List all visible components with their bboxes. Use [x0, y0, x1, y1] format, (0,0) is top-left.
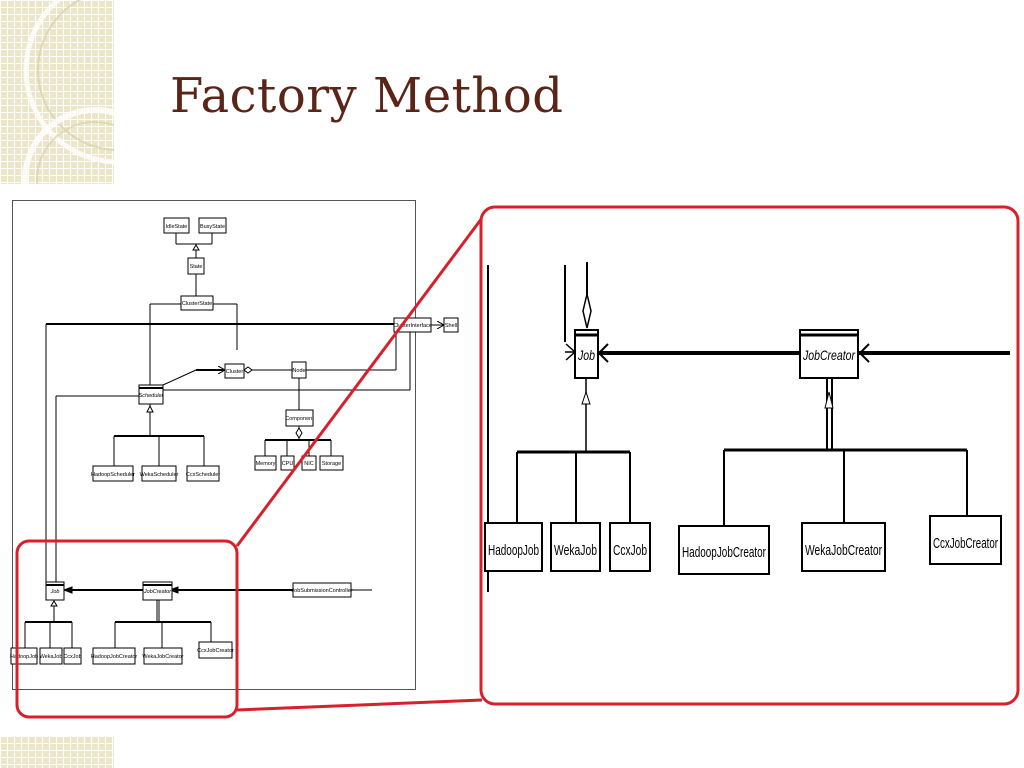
svg-text:WekaScheduler: WekaScheduler	[140, 472, 179, 478]
svg-text:CcxScheduler: CcxScheduler	[186, 472, 220, 478]
uml-class-weka-job: WekaJob	[550, 522, 601, 572]
svg-text:Cluster: Cluster	[226, 369, 244, 375]
overview-lines	[24, 233, 444, 648]
highlight-box-small	[15, 539, 239, 719]
highlight-box-zoom	[479, 205, 1020, 706]
svg-text:NIC: NIC	[304, 461, 314, 467]
uml-class-storage: Storage	[319, 455, 344, 471]
svg-text:Job: Job	[577, 347, 595, 363]
uml-class-hadoop-scheduler: HadoopScheduler	[91, 465, 135, 482]
uml-class-weka-job-creator-small: WekaJobCreator	[142, 647, 184, 665]
decorative-pattern-bottom	[0, 736, 114, 768]
svg-text:WekaJobCreator: WekaJobCreator	[142, 654, 183, 660]
uml-class-ccx-job: CcxJob	[609, 522, 651, 572]
svg-text:BusyState: BusyState	[200, 224, 225, 230]
uml-class-ccx-scheduler: CcxScheduler	[186, 465, 220, 482]
uml-class-idle-state: IdleState	[163, 217, 190, 234]
uml-class-hadoop-job: HadoopJob	[484, 522, 543, 572]
uml-class-job-small: Job	[45, 581, 65, 601]
uml-class-busy-state: BusyState	[198, 217, 227, 234]
uml-class-job-submission-controller: JobSubmissionController	[291, 582, 353, 598]
svg-text:Scheduler: Scheduler	[139, 393, 165, 399]
svg-text:CcxJob: CcxJob	[63, 654, 81, 660]
uml-class-job-creator: JobCreator	[799, 329, 859, 379]
uml-class-state: State	[187, 257, 205, 275]
zoom-classes: Job JobCreator HadoopJob WekaJob CcxJob	[484, 329, 1002, 575]
svg-text:CcxJob: CcxJob	[613, 542, 647, 559]
uml-class-shell: Shell	[443, 317, 459, 333]
svg-text:JobCreator: JobCreator	[143, 589, 172, 595]
uml-class-cluster: Cluster	[224, 363, 245, 379]
zoom-lines	[487, 262, 1010, 592]
svg-text:Job: Job	[50, 589, 60, 595]
uml-class-scheduler: Scheduler	[138, 384, 165, 405]
uml-class-ccx-job-small: CcxJob	[63, 647, 82, 665]
uml-class-weka-job-small: WekaJob	[39, 647, 63, 665]
svg-text:JobSubmissionController: JobSubmissionController	[291, 588, 352, 594]
svg-text:HadoopJobCreator: HadoopJobCreator	[682, 544, 766, 561]
slide-title: Factory Method	[170, 68, 564, 124]
svg-text:WekaJob: WekaJob	[554, 542, 597, 559]
svg-text:Storage: Storage	[322, 461, 341, 467]
svg-text:WekaJob: WekaJob	[40, 654, 63, 660]
svg-text:Shell: Shell	[445, 323, 457, 329]
svg-text:ClusterInterface: ClusterInterface	[393, 323, 432, 329]
uml-class-memory: Memory	[254, 455, 277, 471]
uml-class-job: Job	[574, 329, 599, 379]
svg-text:Memory: Memory	[256, 461, 276, 467]
svg-text:HadoopJob: HadoopJob	[10, 654, 38, 660]
svg-text:ClusterState: ClusterState	[182, 301, 212, 307]
uml-class-nic: NIC	[301, 455, 317, 471]
uml-class-ccx-job-creator: CcxJobCreator	[929, 515, 1002, 565]
uml-class-node: Node	[291, 361, 307, 379]
uml-class-hadoop-job-creator: HadoopJobCreator	[678, 525, 770, 575]
svg-text:Component: Component	[285, 416, 314, 422]
svg-text:HadoopJob: HadoopJob	[488, 542, 539, 559]
highlight-annotation	[15, 205, 1020, 719]
uml-class-weka-job-creator: WekaJobCreator	[801, 522, 886, 572]
uml-class-cluster-state: ClusterState	[180, 295, 214, 311]
svg-text:State: State	[190, 264, 203, 270]
svg-text:Node: Node	[292, 368, 305, 374]
decorative-pattern-top	[0, 0, 114, 184]
uml-class-weka-scheduler: WekaScheduler	[140, 465, 179, 482]
uml-class-component: Component	[285, 409, 314, 427]
svg-text:IdleState: IdleState	[166, 224, 188, 230]
uml-class-hadoop-job-small: HadoopJob	[10, 647, 38, 665]
svg-text:WekaJobCreator: WekaJobCreator	[805, 542, 882, 559]
svg-text:HadoopJobCreator: HadoopJobCreator	[91, 654, 138, 660]
uml-class-ccx-job-creator-small: CcxJobCreator	[197, 641, 234, 659]
overview-diagram-frame	[12, 200, 416, 690]
uml-class-hadoop-job-creator-small: HadoopJobCreator	[91, 647, 138, 665]
zoom-connector-bottom	[236, 698, 483, 712]
svg-text:JobCreator: JobCreator	[802, 347, 856, 363]
uml-class-job-creator-small: JobCreator	[142, 581, 173, 601]
svg-text:CcxJobCreator: CcxJobCreator	[197, 648, 234, 654]
svg-text:HadoopScheduler: HadoopScheduler	[91, 472, 135, 478]
zoom-connector-top	[235, 209, 490, 547]
overview-classes: IdleState BusyState State ClusterState C…	[10, 217, 459, 665]
decorative-rings	[22, 0, 114, 184]
svg-text:CPU: CPU	[282, 461, 294, 467]
svg-text:CcxJobCreator: CcxJobCreator	[933, 535, 998, 552]
uml-class-cpu: CPU	[280, 455, 295, 471]
